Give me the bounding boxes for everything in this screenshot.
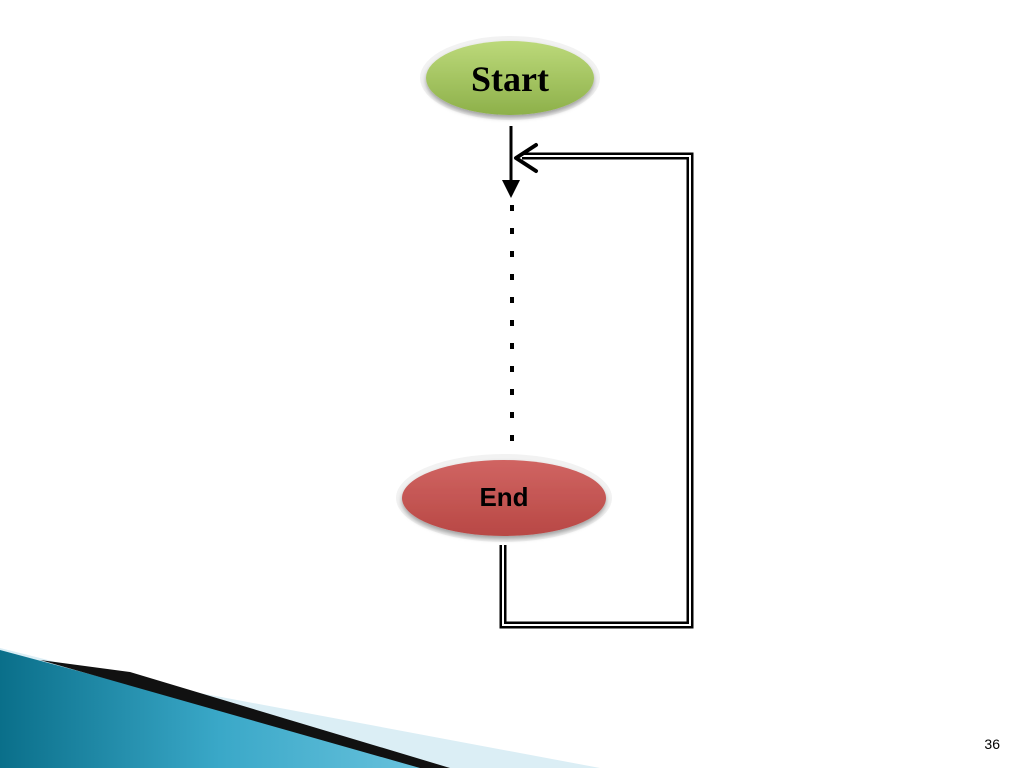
band-stripe	[40, 660, 450, 768]
loop-path-inner	[502, 155, 691, 626]
arrow-left-icon	[514, 143, 538, 173]
start-connector	[502, 126, 520, 198]
loop-path-outer	[499, 152, 694, 629]
page-number: 36	[984, 736, 1000, 752]
arrow-down-icon	[502, 180, 520, 198]
start-label: Start	[471, 59, 549, 99]
start-node: Start	[420, 36, 600, 120]
end-label: End	[479, 482, 528, 512]
decorative-band	[0, 648, 600, 768]
end-node: End	[396, 454, 612, 542]
end-node-shape	[402, 460, 606, 536]
start-node-shape	[426, 41, 594, 115]
loop-path	[499, 143, 694, 629]
